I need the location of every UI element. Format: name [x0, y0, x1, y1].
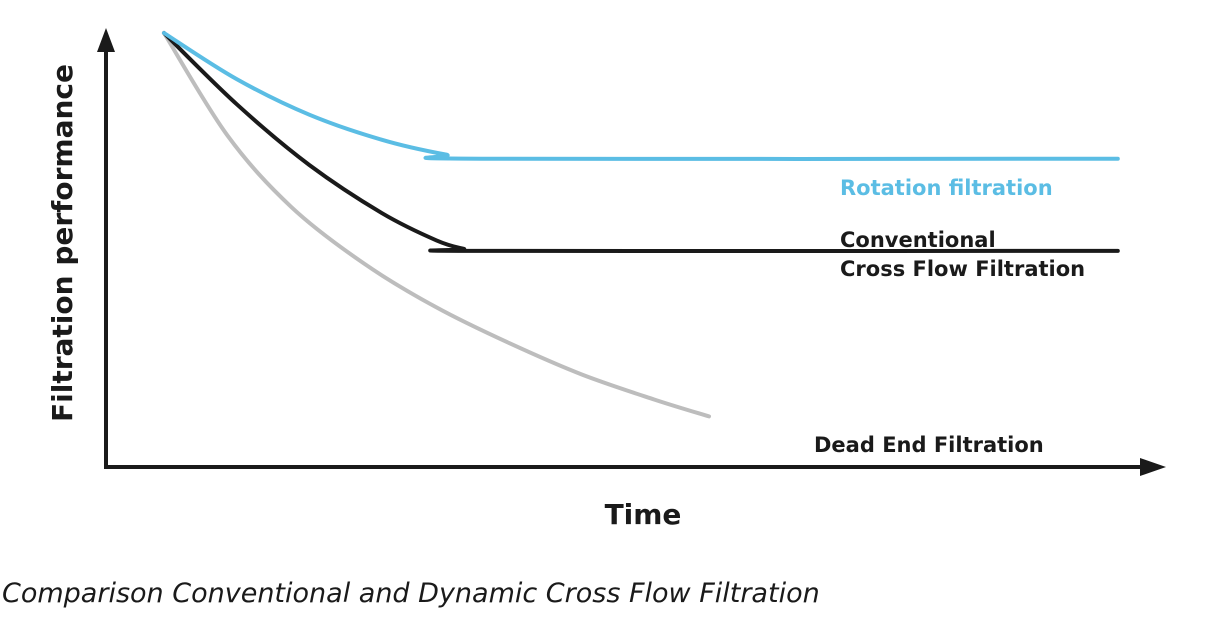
series-label-line: Conventional: [840, 228, 996, 252]
series-label-line: Rotation filtration: [840, 176, 1053, 200]
series-label-line: Dead End Filtration: [814, 433, 1044, 457]
y-axis-title: Filtration performance: [46, 64, 79, 422]
y-axis-arrow-icon: [97, 28, 115, 52]
series-layer: [162, 31, 1120, 419]
series-label-rotation: Rotation filtration: [840, 176, 1053, 200]
series-line-crossflow: [162, 31, 1120, 254]
x-axis-arrow-icon: [1140, 458, 1166, 476]
series-label-deadend: Dead End Filtration: [814, 433, 1044, 457]
series-label-line: Cross Flow Filtration: [840, 257, 1085, 281]
series-line-deadend: [162, 31, 711, 419]
figure-caption: Comparison Conventional and Dynamic Cros…: [2, 578, 820, 609]
series-line-rotation: [162, 31, 1120, 162]
x-axis-title: Time: [605, 498, 682, 531]
